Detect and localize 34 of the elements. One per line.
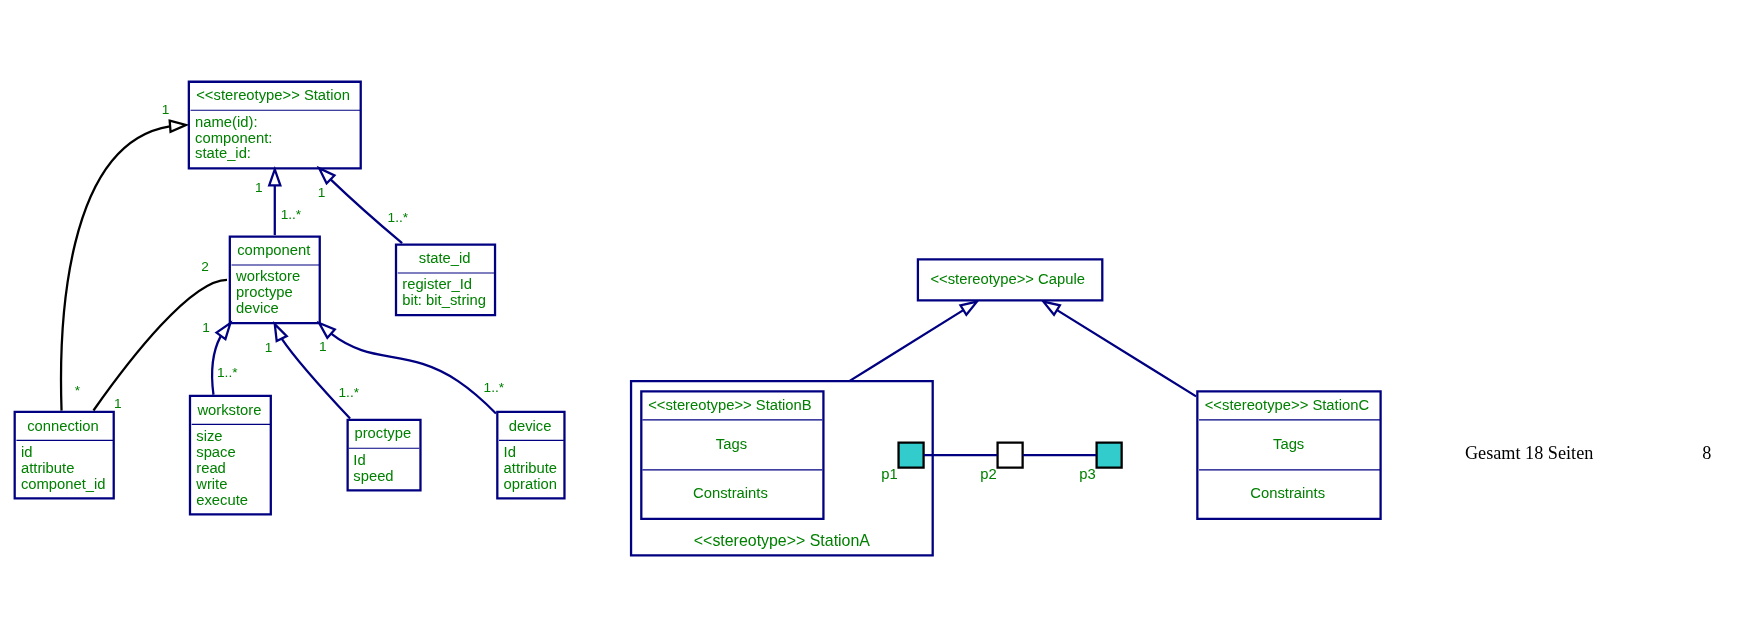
label: 2 [200, 258, 209, 274]
label: 8 [1701, 442, 1711, 463]
arrow [267, 165, 282, 235]
arrow [272, 320, 351, 419]
label: 1 [317, 184, 325, 200]
arrow [210, 319, 232, 395]
connector [1022, 453, 1096, 456]
label: 1..* [216, 364, 237, 380]
arrow [316, 320, 497, 414]
label: 1..* [280, 206, 301, 222]
node-box: <<stereotype>> Capule [916, 257, 1103, 301]
arrow [59, 118, 189, 411]
label: Gesamt 18 Seiten [1464, 442, 1593, 463]
label: 1 [201, 319, 210, 335]
node-box [1094, 440, 1123, 469]
arrow [848, 299, 980, 382]
label: 1 [161, 101, 169, 117]
connector [923, 453, 997, 456]
label: 1 [264, 339, 272, 355]
label: 1..* [387, 209, 408, 225]
node-label: p3 [1078, 465, 1096, 482]
label: 1 [254, 179, 262, 195]
connector [92, 278, 227, 411]
node-label: p1 [880, 465, 898, 482]
label: 1 [318, 338, 327, 354]
label: 1 [113, 395, 122, 411]
label: 1..* [338, 384, 359, 400]
node-box [995, 440, 1024, 469]
node-label: p2 [979, 465, 997, 482]
arrow [1039, 299, 1197, 397]
arrow [316, 165, 403, 244]
label: 1..* [483, 379, 504, 395]
node-box [896, 440, 925, 469]
label: * [74, 382, 80, 398]
